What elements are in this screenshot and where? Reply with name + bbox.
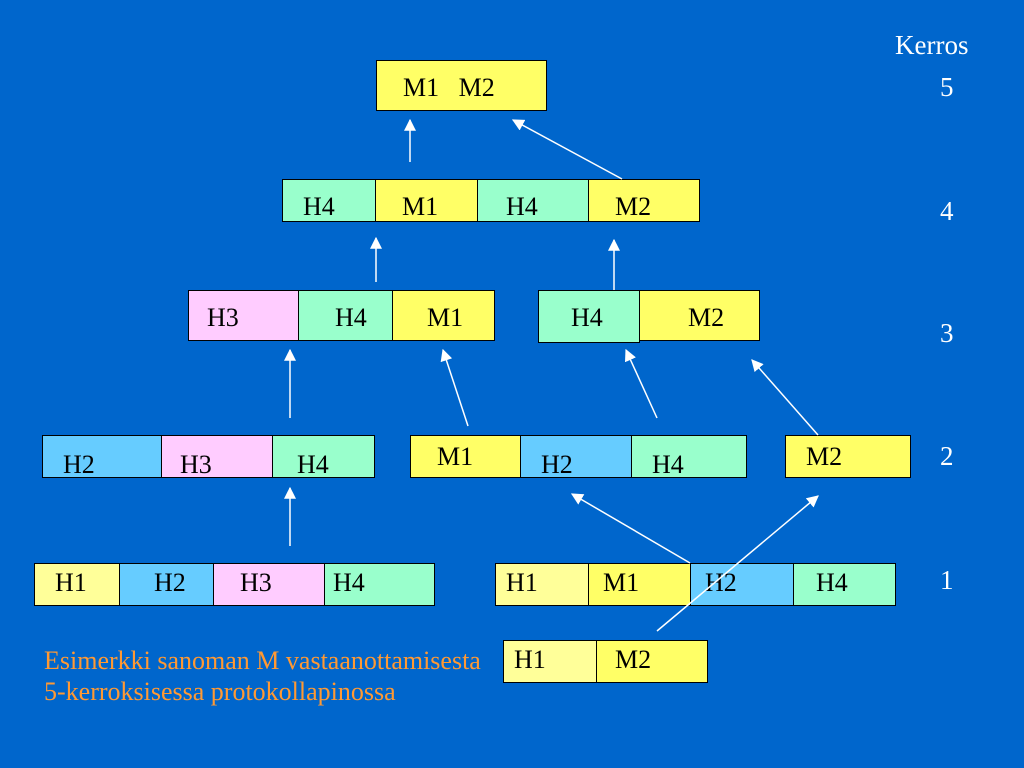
layer2-cell-m2: M2 xyxy=(785,435,911,478)
layer3-cell-m1: M1 xyxy=(393,290,495,341)
layer1-cell-h1-bottom: H1 xyxy=(503,640,597,683)
layer-label-4: 4 xyxy=(940,196,954,226)
layer1-cell-h3: H3 xyxy=(214,563,325,606)
layer4-cell-m1: M1 xyxy=(376,179,478,222)
layer5-cell-message: M1 M2 xyxy=(376,60,547,111)
layer2-cell-h4: H4 xyxy=(273,435,375,478)
layer-label-3: 3 xyxy=(940,318,954,348)
layer-label-1: 1 xyxy=(940,565,954,595)
layer5-packet-m1-m2: M1 M2 xyxy=(376,60,547,111)
arrow-l1-mid-to-l2-mid xyxy=(570,493,691,564)
layer2-cell-h2: H2 xyxy=(42,435,162,478)
layer1-packet-h1-h2-h3-h4: H1 H2 H3 H4 xyxy=(34,563,435,606)
layer3-packet-m1: H3 H4 M1 xyxy=(188,290,495,341)
layer4-cell-h4-a: H4 xyxy=(282,179,376,222)
layer1-cell-h1-mid: H1 xyxy=(495,563,589,606)
layer2-cell-h2-mid: H2 xyxy=(521,435,632,478)
layer2-packet-m1-h2-h4: M1 H2 H4 xyxy=(410,435,747,478)
layer1-packet-h1-m2: H1 M2 xyxy=(503,640,708,683)
layer1-cell-h1: H1 xyxy=(34,563,120,606)
layer4-packet: H4 M1 H4 M2 xyxy=(282,179,700,222)
layer1-cell-h2: H2 xyxy=(120,563,214,606)
layer3-packet-m2: H4 M2 xyxy=(538,290,760,343)
layer4-cell-h4-b: H4 xyxy=(478,179,589,222)
layer2-packet-m2: M2 xyxy=(785,435,911,478)
arrow-l2-mid-to-l3-left xyxy=(440,348,469,427)
arrow-l2-mid-to-l3-right xyxy=(625,348,658,419)
layer3-cell-h3: H3 xyxy=(188,290,299,341)
layer1-packet-h1-m1-h2-h4: H1 M1 H2 H4 xyxy=(495,563,896,606)
layer1-cell-h4-mid: H4 xyxy=(794,563,896,606)
arrow-l2-right-to-l3-right xyxy=(751,359,819,436)
layer-label-2: 2 xyxy=(940,441,954,471)
layer3-cell-h4-right: H4 xyxy=(538,290,640,343)
layer1-cell-m1: M1 xyxy=(589,563,691,606)
layer-label-5: 5 xyxy=(940,72,954,102)
layer3-cell-h4: H4 xyxy=(299,290,393,341)
caption: Esimerkki sanoman M vastaanottamisesta 5… xyxy=(44,646,481,707)
arrow-l4-m2-to-l5 xyxy=(511,119,623,180)
layer2-packet-h2-h3-h4: H2 H3 H4 xyxy=(42,435,375,478)
layer2-cell-m1: M1 xyxy=(410,435,521,478)
layer1-cell-h4: H4 xyxy=(325,563,435,606)
layer2-cell-h3: H3 xyxy=(162,435,273,478)
layer1-cell-m2: M2 xyxy=(597,640,708,683)
layer3-cell-m2: M2 xyxy=(640,290,760,341)
layer4-cell-m2: M2 xyxy=(589,179,700,222)
layer-header: Kerros xyxy=(895,30,969,60)
layer2-cell-h4-mid: H4 xyxy=(632,435,747,478)
layer1-cell-h2-mid: H2 xyxy=(691,563,794,606)
